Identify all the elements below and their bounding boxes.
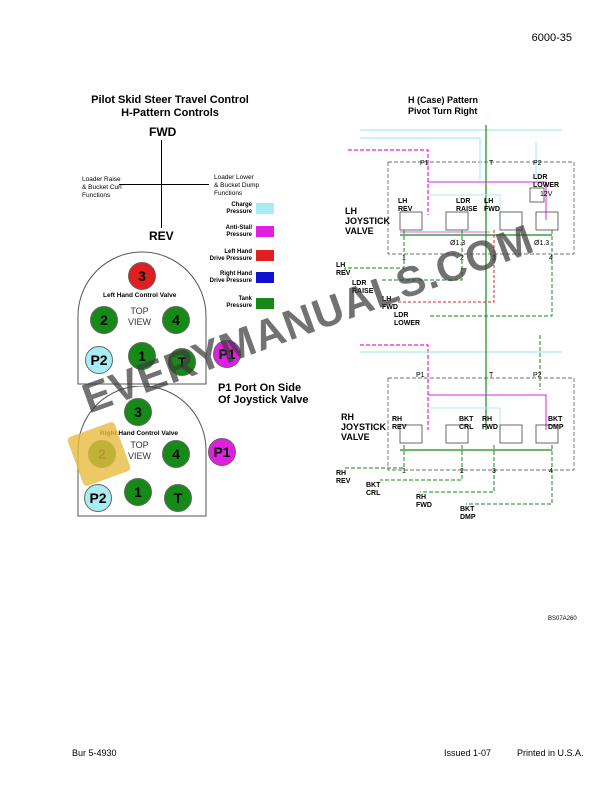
rh-bottom-port-3: 3 bbox=[492, 468, 496, 475]
right-port-t: T bbox=[164, 484, 192, 512]
title-line-1: Pilot Skid Steer Travel Control bbox=[91, 94, 249, 106]
right-port-p1: P1 bbox=[208, 438, 236, 466]
right-port-4: 4 bbox=[162, 440, 190, 468]
right-port-3: 3 bbox=[124, 398, 152, 426]
left-valve-outline bbox=[77, 251, 207, 385]
legend-antistall-swatch bbox=[256, 226, 274, 237]
lh-bottom-port-4: 4 bbox=[549, 255, 553, 262]
hydraulic-schematic bbox=[344, 125, 575, 505]
lh-12v: 12V bbox=[540, 191, 553, 198]
legend-rh-drive-swatch bbox=[256, 272, 274, 283]
legend-lh-drive-swatch bbox=[256, 250, 274, 261]
rh-bottom-port-2: 2 bbox=[460, 468, 464, 475]
rh-port-t: T bbox=[489, 372, 494, 379]
left-port-t: T bbox=[168, 348, 196, 376]
left-port-2: 2 bbox=[90, 306, 118, 334]
right-valve-outline bbox=[77, 386, 207, 517]
lh-bottom-port-2: 2 bbox=[460, 255, 464, 262]
left-port-p2: P2 bbox=[85, 346, 113, 374]
rh-bottom-port-4: 4 bbox=[549, 468, 553, 475]
legend-charge-swatch bbox=[256, 203, 274, 214]
footer-middle: Issued 1-07 bbox=[444, 748, 492, 758]
rh-port-p2: P2 bbox=[533, 372, 542, 379]
left-port-4: 4 bbox=[162, 306, 190, 334]
rh-port-p1: P1 bbox=[416, 372, 425, 379]
lh-bottom-port-3: 3 bbox=[492, 255, 496, 262]
page-number: 6000-35 bbox=[531, 32, 572, 44]
footer-right: Printed in U.S.A. bbox=[517, 748, 584, 758]
lh-port-p2: P2 bbox=[533, 160, 542, 167]
right-port-1: 1 bbox=[124, 478, 152, 506]
lh-port-p1: P1 bbox=[420, 160, 429, 167]
rh-bottom-port-1: 1 bbox=[402, 468, 406, 475]
title-line-2: H-Pattern Controls bbox=[121, 107, 219, 119]
left-right-axis bbox=[119, 184, 209, 185]
left-port-3: 3 bbox=[128, 262, 156, 290]
figure-id: BS07A260 bbox=[548, 616, 577, 622]
legend-tank-swatch bbox=[256, 298, 274, 309]
lh-orifice-2: Ø1.3 bbox=[534, 240, 550, 247]
rev-label: REV bbox=[149, 229, 174, 243]
diagram-title: Pilot Skid Steer Travel Control H-Patter… bbox=[80, 94, 260, 120]
left-port-1: 1 bbox=[128, 342, 156, 370]
fwd-label: FWD bbox=[149, 125, 177, 139]
lh-orifice-1: Ø1.3 bbox=[450, 240, 466, 247]
left-valve-caption: Left Hand Control Valve bbox=[103, 292, 177, 299]
right-port-p2: P2 bbox=[84, 484, 112, 512]
lh-port-t: T bbox=[489, 160, 494, 167]
right-valve-caption: Right Hand Control Valve bbox=[100, 430, 179, 437]
footer-left: Bur 5-4930 bbox=[72, 748, 117, 758]
lh-bottom-port-1: 1 bbox=[402, 255, 406, 262]
left-port-p1: P1 bbox=[213, 340, 241, 368]
